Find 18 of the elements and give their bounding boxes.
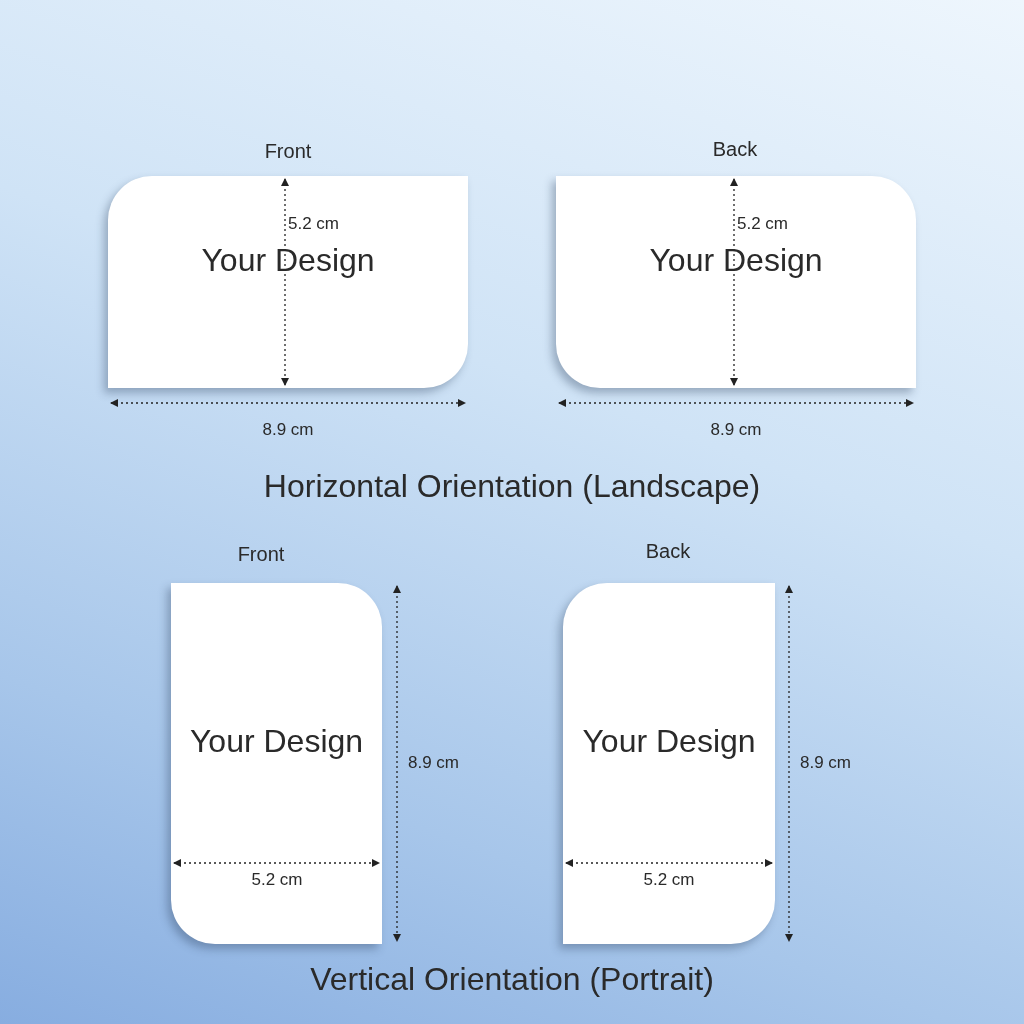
section-title: Horizontal Orientation (Landscape) [263, 467, 761, 505]
dimension-label: 5.2 cm [251, 869, 303, 890]
section-title: Vertical Orientation (Portrait) [310, 960, 714, 998]
dimension-label: 8.9 cm [710, 419, 762, 440]
dimension-label: 5.2 cm [643, 869, 695, 890]
design-placeholder-text: Your Design [200, 242, 376, 279]
card-side-heading: Back [712, 138, 758, 161]
design-placeholder-text: Your Design [188, 723, 365, 760]
card-side-heading: Front [237, 543, 285, 566]
dimension-label: 8.9 cm [262, 419, 314, 440]
design-placeholder-text: Your Design [648, 242, 824, 279]
dimension-label: 5.2 cm [288, 213, 340, 234]
card-side-heading: Front [264, 140, 312, 163]
dimension-label: 8.9 cm [408, 752, 460, 773]
design-placeholder-text: Your Design [581, 723, 757, 760]
dimension-label: 5.2 cm [737, 213, 789, 234]
card-side-heading: Back [645, 540, 691, 563]
dimension-label: 8.9 cm [800, 752, 852, 773]
